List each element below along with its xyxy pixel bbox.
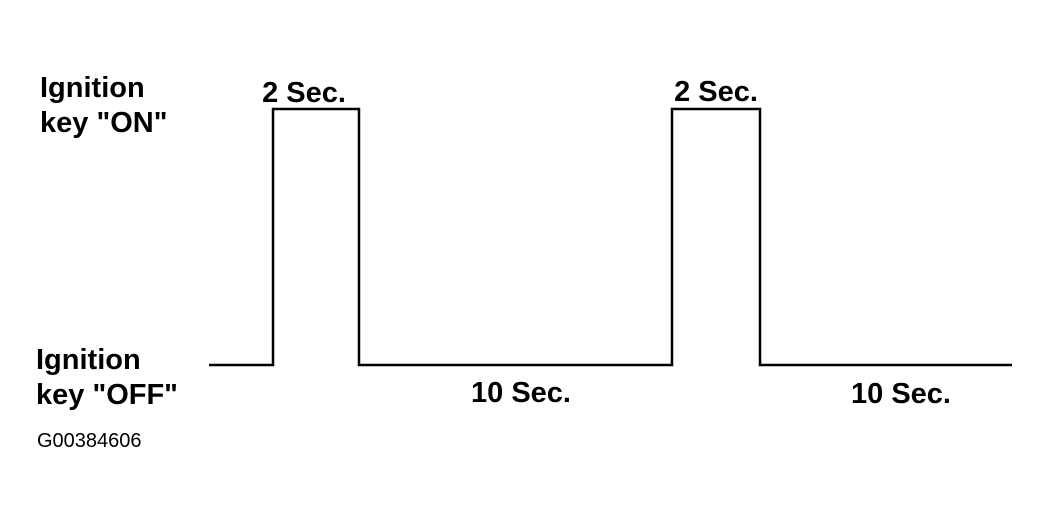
gap-1-duration-label: 10 Sec. (471, 377, 571, 409)
ignition-off-label-line1: Ignition (36, 344, 141, 376)
pulse-1-duration-label: 2 Sec. (262, 77, 346, 109)
ignition-on-label-line1: Ignition (40, 72, 145, 104)
ignition-off-label-line2: key "OFF" (36, 379, 178, 411)
ignition-on-label-line2: key "ON" (40, 107, 167, 139)
signal-waveform (209, 107, 1012, 367)
gap-2-duration-label: 10 Sec. (851, 378, 951, 410)
pulse-2-duration-label: 2 Sec. (674, 76, 758, 108)
figure-id: G00384606 (37, 430, 142, 452)
